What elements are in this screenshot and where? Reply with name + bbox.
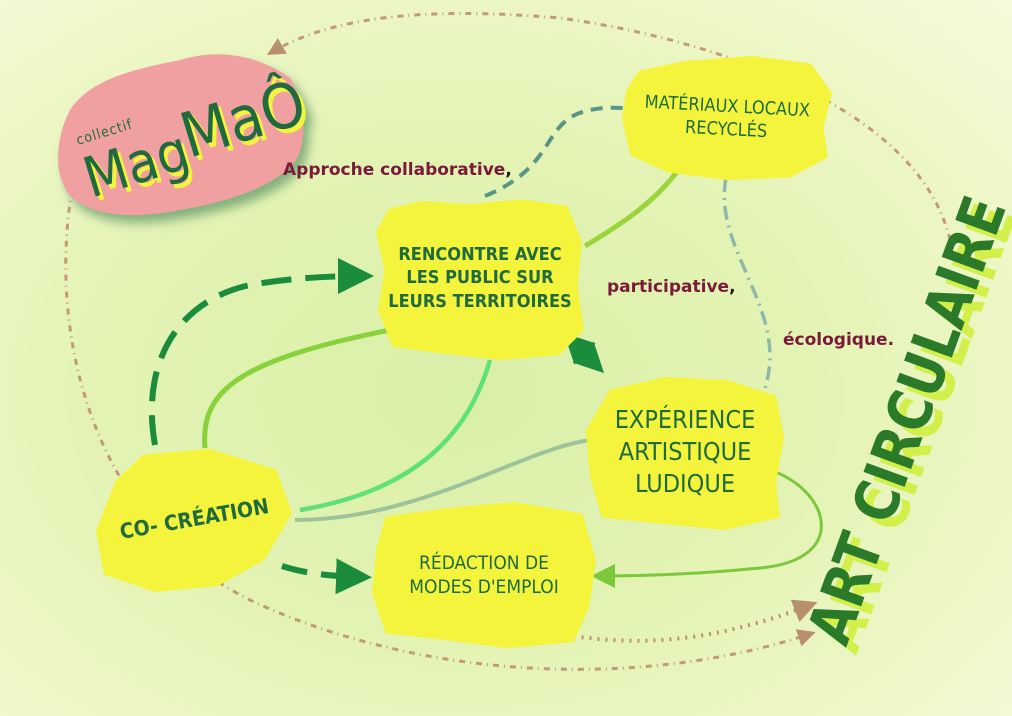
cocreation-rencontre-lower-curve [299,359,493,513]
art-circulaire-title: ART CIRCULAIRE ART CIRCULAIRE [794,188,1012,662]
node-experience: EXPÉRIENCE ARTISTIQUE LUDIQUE [586,377,784,530]
label-approche-comma: , [505,160,512,180]
label-approche-collaborative: Approche collaborative, [283,160,512,180]
label-participative-comma: , [729,277,736,297]
materiaux-rencontre-line [583,158,688,249]
magmao-logo: collectif Mag Mag MaÔ MaÔ [58,54,318,215]
materiaux-to-experience-link [722,177,772,389]
title-text: ART CIRCULAIRE [794,188,1012,654]
rencontre-experience-double-arrow [563,332,605,374]
label-ecologique: écologique. [783,330,894,350]
label-participative: participative, [607,277,736,297]
materiaux-to-rencontre-link [484,105,641,198]
label-participative-text: participative [607,277,730,297]
cocreation-to-redaction-arrow [281,558,372,595]
node-cocreation-text: CO- CRÉATION [117,493,271,544]
node-experience-text: EXPÉRIENCE ARTISTIQUE LUDIQUE [614,405,756,498]
node-rencontre-text: RENCONTRE AVEC LES PUBLIC SUR LEURS TERR… [388,244,572,312]
label-ecologique-text: écologique. [783,330,895,350]
redaction-to-title [549,599,818,643]
cocreation-to-rencontre-dashed-arrow [148,258,374,446]
node-redaction-text: RÉDACTION DE MODES D'EMPLOI [409,551,559,598]
outer-loop-top [266,12,952,241]
node-materiaux-text: MATÉRIAUX LOCAUX RECYCLÉS [644,91,811,143]
cocreation-rencontre-curve [202,327,391,449]
outer-loop-left [64,189,816,671]
node-rencontre: RENCONTRE AVEC LES PUBLIC SUR LEURS TERR… [376,199,584,360]
node-materiaux: MATÉRIAUX LOCAUX RECYCLÉS [622,56,832,180]
cocreation-experience-curve [294,438,591,522]
experience-redaction-arrow [591,468,823,588]
node-redaction: RÉDACTION DE MODES D'EMPLOI [372,502,596,648]
logo-blob [58,54,304,216]
label-approche-text: Approche collaborative [283,160,506,180]
